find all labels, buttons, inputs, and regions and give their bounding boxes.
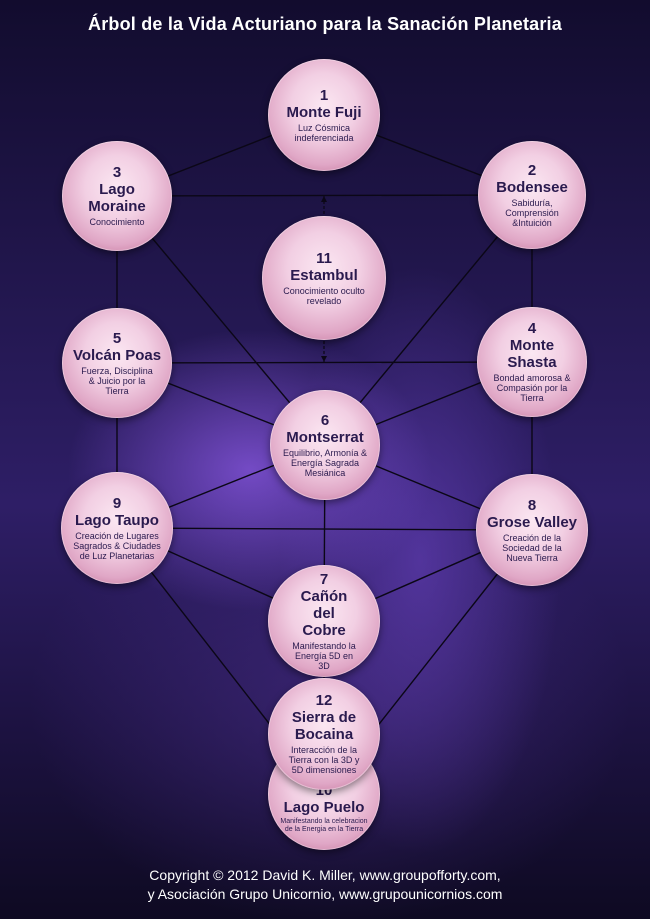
connection-2-3 [116,194,533,197]
node-number: 12 [315,692,333,709]
node-7: 7 Cañón del Cobre Manifestando la Energí… [268,565,380,677]
node-name: Lago Taupo [75,511,159,529]
copyright-text: Copyright © 2012 David K. Miller, www.gr… [0,866,650,904]
arrow-down-icon [321,356,327,362]
node-name: Lago Moraine [88,181,146,215]
node-name: Volcán Poas [72,346,162,364]
node-name: Lago Puelo [283,799,365,816]
node-description: Conocimiento [89,217,145,227]
node-description: Interacción de la Tierra con la 3D y 5D … [288,745,360,775]
node-12: 12 Sierra de Bocaina Interacción de la T… [268,678,380,790]
node-4: 4 Monte Shasta Bondad amorosa & Compasió… [477,307,587,417]
node-number: 11 [316,249,332,267]
node-description: Equilibrio, Armonía & Energía Sagrada Me… [282,447,368,478]
node-8: 8 Grose Valley Creación de la Sociedad d… [476,474,588,586]
connection-4-5 [116,361,533,364]
node-name: Sierra de Bocaina [291,709,357,743]
node-name: Montserrat [286,428,364,446]
node-name: Cañón del Cobre [300,587,348,639]
arrow-up-icon [321,196,327,202]
node-number: 3 [112,164,122,181]
node-11: 11 Estambul Conocimiento oculto revelado [262,216,386,340]
node-6: 6 Montserrat Equilibrio, Armonía & Energ… [270,390,380,500]
node-5: 5 Volcán Poas Fuerza, Disciplina & Juici… [62,308,172,418]
node-description: Luz Cósmica indeferenciada [294,122,354,143]
node-description: Creación de la Sociedad de la Nueva Tier… [502,532,562,563]
node-number: 6 [320,411,330,429]
copyright-line-2: y Asociación Grupo Unicornio, www.grupou… [147,886,503,902]
node-number: 9 [112,494,122,512]
node-2: 2 Bodensee Sabiduría, Comprensión &Intui… [478,141,586,249]
node-description: Conocimiento oculto revelado [283,285,365,306]
node-name: Estambul [290,266,358,284]
node-name: Grose Valley [486,513,578,531]
node-description: Sabiduría, Comprensión &Intuición [505,197,559,228]
node-description: Bondad amorosa & Compasión por la Tierra [493,373,571,403]
node-description: Manifestando la Energía 5D en 3D [292,640,356,671]
node-number: 5 [112,329,122,347]
node-9: 9 Lago Taupo Creación de Lugares Sagrado… [61,472,173,584]
node-description: Manifestando la celebracion de la Energi… [280,818,368,833]
node-number: 8 [527,496,537,514]
copyright-line-1: Copyright © 2012 David K. Miller, www.gr… [149,867,501,883]
node-name: Bodensee [496,178,568,196]
node-name: Monte Shasta [507,337,557,371]
node-number: 7 [319,570,329,588]
node-name: Monte Fuji [286,103,362,121]
node-1: 1 Monte Fuji Luz Cósmica indeferenciada [268,59,380,171]
node-number: 4 [527,320,537,337]
node-description: Creación de Lugares Sagrados & Ciudades … [73,530,161,561]
node-3: 3 Lago Moraine Conocimiento [62,141,172,251]
page-title: Árbol de la Vida Acturiano para la Sanac… [88,14,562,34]
node-number: 2 [527,161,537,179]
node-description: Fuerza, Disciplina & Juicio por la Tierr… [81,365,153,396]
node-number: 1 [319,86,329,104]
